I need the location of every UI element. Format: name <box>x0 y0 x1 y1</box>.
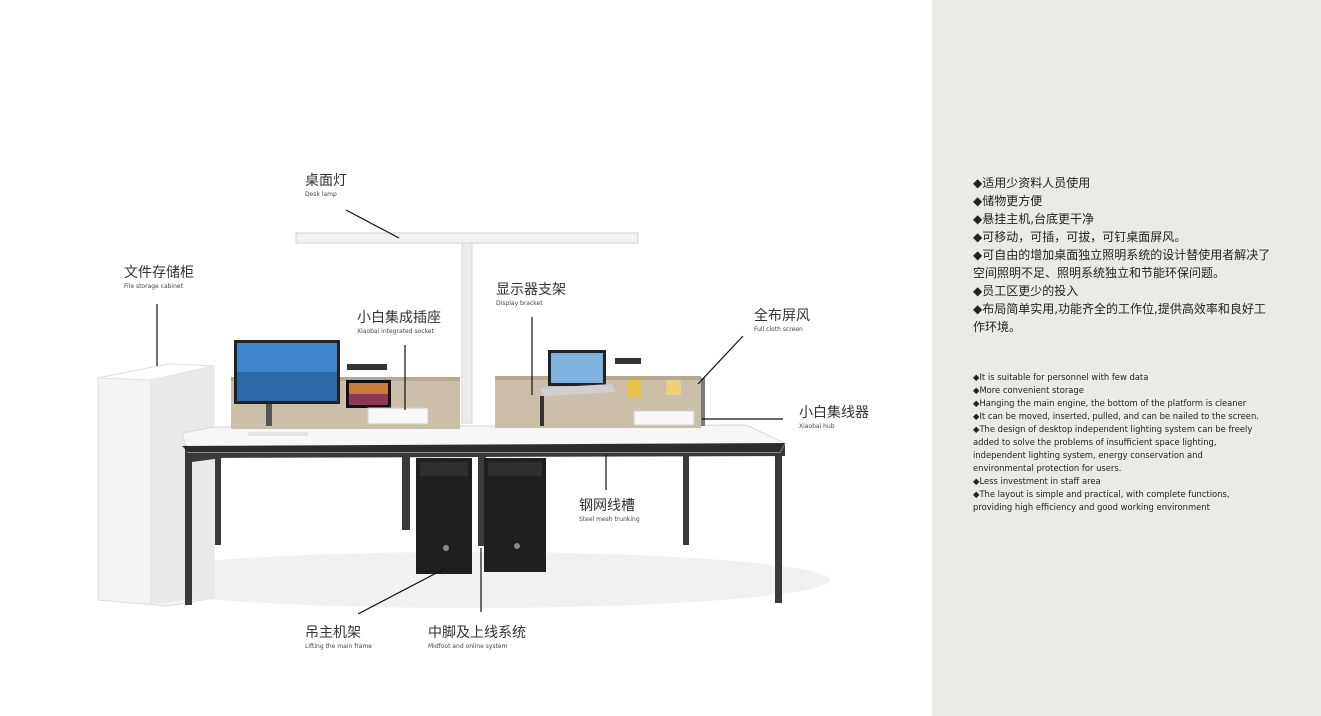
feature-zh-item: ◆布局简单实用,功能齐全的工作位,提供高效率和良好工作环境。 <box>973 302 1266 334</box>
callout-hub-en: Xiaobai hub <box>799 423 835 430</box>
callout-display-bracket-zh: 显示器支架 <box>496 282 566 298</box>
feature-zh-item: ◆适用少资料人员使用 <box>973 176 1091 190</box>
callout-trunking-zh: 钢网线槽 <box>579 498 635 514</box>
callout-desk-lamp-en: Desk lamp <box>305 191 337 198</box>
feature-zh-item: ◆员工区更少的投入 <box>973 284 1079 298</box>
features-list-english: ◆It is suitable for personnel with few d… <box>973 371 1263 514</box>
callout-midfoot-zh: 中脚及上线系统 <box>428 625 526 641</box>
callout-file-cabinet-en: File storage cabinet <box>124 283 183 290</box>
callout-desk-lamp: 桌面灯 Desk lamp <box>305 174 347 198</box>
callout-hub: 小白集线器 Xiaobai hub <box>799 406 869 430</box>
desk-top-drawing <box>181 424 786 453</box>
callout-desk-lamp-zh: 桌面灯 <box>305 173 347 189</box>
callout-hub-zh: 小白集线器 <box>799 405 869 421</box>
desk-lamp-drawing <box>295 232 639 424</box>
file-cabinet-drawing <box>97 363 215 607</box>
callout-file-cabinet: 文件存储柜 File storage cabinet <box>124 266 194 290</box>
floor-shadow <box>110 552 830 608</box>
feature-en-item: ◆It is suitable for personnel with few d… <box>973 372 1149 382</box>
feature-zh-item: ◆储物更方便 <box>973 194 1043 208</box>
callout-host-frame: 吊主机架 Lifting the main frame <box>305 626 372 650</box>
callout-midfoot-en: Midfoot and online system <box>428 643 508 650</box>
pc-towers-drawing <box>416 458 546 574</box>
feature-en-item: ◆The design of desktop independent light… <box>973 424 1253 473</box>
callout-leader-lines <box>156 209 783 615</box>
feature-zh-item: ◆可移动，可插，可拔，可钉桌面屏风。 <box>973 230 1187 244</box>
features-list-chinese: ◆适用少资料人员使用 ◆储物更方便 ◆悬挂主机,台底更干净 ◆可移动，可插，可拔… <box>973 174 1273 336</box>
callout-cloth-screen-en: Full cloth screen <box>754 326 803 333</box>
callout-host-frame-en: Lifting the main frame <box>305 643 372 650</box>
integrated-socket-drawing <box>367 407 429 425</box>
callout-integrated-socket: 小白集成插座 Xiaobai integrated socket <box>357 311 441 335</box>
hub-drawing <box>633 410 695 426</box>
callout-host-frame-zh: 吊主机架 <box>305 625 361 641</box>
callout-cloth-screen-zh: 全布屏风 <box>754 308 810 324</box>
callout-integrated-socket-zh: 小白集成插座 <box>357 310 441 326</box>
left-monitor-drawing <box>234 340 340 436</box>
feature-en-item: ◆Less investment in staff area <box>973 476 1101 486</box>
feature-en-item: ◆More convenient storage <box>973 385 1084 395</box>
callout-midfoot: 中脚及上线系统 Midfoot and online system <box>428 626 526 650</box>
feature-zh-item: ◆悬挂主机,台底更干净 <box>973 212 1095 226</box>
laptop-bracket-drawing <box>540 350 641 426</box>
feature-en-item: ◆The layout is simple and practical, wit… <box>973 489 1230 512</box>
callout-integrated-socket-en: Xiaobai integrated socket <box>357 328 434 335</box>
callout-display-bracket: 显示器支架 Display bracket <box>496 283 566 307</box>
feature-en-item: ◆Hanging the main engine, the bottom of … <box>973 398 1247 408</box>
callout-display-bracket-en: Display bracket <box>496 300 543 307</box>
workstation-illustration <box>97 209 830 615</box>
feature-zh-item: ◆可自由的增加桌面独立照明系统的设计替使用者解决了空间照明不足、照明系统独立和节… <box>973 248 1271 280</box>
callout-trunking: 钢网线槽 Steel mesh trunking <box>579 499 640 523</box>
callout-trunking-en: Steel mesh trunking <box>579 516 640 523</box>
features-panel <box>932 0 1321 716</box>
tablet-drawing <box>346 380 391 408</box>
callout-file-cabinet-zh: 文件存储柜 <box>124 265 194 281</box>
callout-cloth-screen: 全布屏风 Full cloth screen <box>754 309 810 333</box>
feature-en-item: ◆It can be moved, inserted, pulled, and … <box>973 411 1259 421</box>
